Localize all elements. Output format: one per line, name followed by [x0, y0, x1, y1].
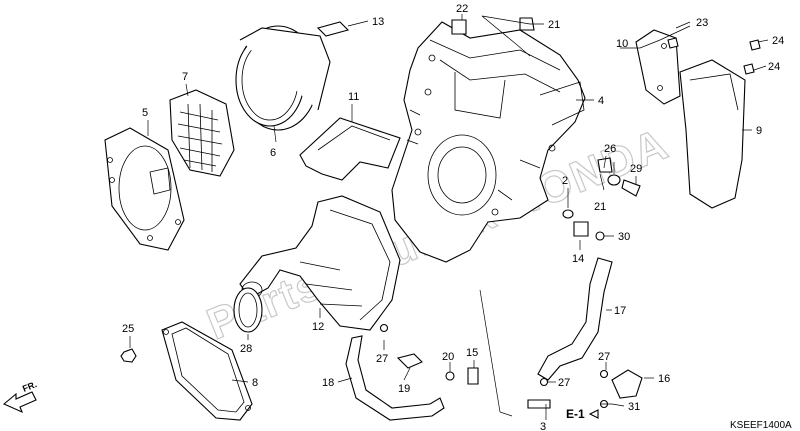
washer-26[interactable]	[607, 174, 621, 186]
screw-13[interactable]	[316, 21, 350, 37]
callout-27-c: 27	[558, 377, 570, 389]
breather-hose[interactable]	[537, 257, 613, 381]
callout-12: 12	[312, 321, 324, 333]
gasket[interactable]	[161, 321, 253, 421]
callout-5: 5	[142, 107, 148, 119]
callout-11: 11	[348, 91, 359, 103]
snorkel-duct[interactable]	[679, 59, 746, 209]
callout-13: 13	[372, 16, 384, 28]
section-ref: E-1	[566, 407, 599, 421]
nut-21-side[interactable]	[597, 157, 613, 173]
clip-19[interactable]	[396, 353, 423, 369]
element-plate[interactable]	[104, 127, 185, 251]
callout-3: 3	[540, 421, 546, 431]
callout-18: 18	[322, 377, 334, 389]
air-cleaner-case[interactable]	[391, 21, 586, 263]
callout-10: 10	[616, 38, 628, 50]
drain-plug[interactable]	[611, 369, 643, 399]
callout-9: 9	[756, 125, 762, 137]
callout-16: 16	[658, 373, 670, 385]
callout-21-side: 21	[594, 201, 606, 213]
callout-17: 17	[614, 305, 626, 317]
air-cleaner-element[interactable]	[169, 89, 235, 177]
front-label: FR.	[21, 379, 38, 394]
callout-2: 2	[562, 175, 568, 187]
fitting-3[interactable]	[527, 399, 551, 409]
callout-21-top: 21	[548, 19, 560, 31]
bolt-24-a[interactable]	[749, 39, 761, 51]
callout-27-d: 27	[598, 351, 610, 363]
callout-25: 25	[122, 323, 134, 335]
callout-20: 20	[442, 351, 454, 363]
clip-30[interactable]	[595, 231, 605, 241]
bolt-24-b[interactable]	[743, 63, 755, 75]
band-2[interactable]	[562, 209, 574, 219]
reference-code: KSEEF1400A	[730, 420, 792, 431]
grommet-22[interactable]	[451, 19, 467, 35]
nut-21-top[interactable]	[519, 17, 535, 31]
callout-31: 31	[628, 401, 640, 413]
section-label: E-1	[566, 407, 585, 421]
callout-29: 29	[630, 163, 642, 175]
callout-24-b: 24	[768, 61, 780, 73]
bracket[interactable]	[299, 117, 401, 181]
element-holder[interactable]	[235, 25, 331, 131]
callout-28: 28	[240, 343, 252, 355]
callout-27-a: 27	[376, 353, 388, 365]
callout-19: 19	[398, 383, 410, 395]
drain-hose[interactable]	[345, 335, 445, 421]
callout-30: 30	[618, 231, 630, 243]
clamp-20[interactable]	[445, 371, 455, 381]
callout-22: 22	[456, 3, 468, 15]
plug-15[interactable]	[467, 367, 479, 385]
joint-14[interactable]	[573, 221, 589, 237]
front-arrow: FR.	[2, 379, 38, 414]
callout-26: 26	[604, 143, 616, 155]
leader-lines	[129, 14, 769, 420]
callouts: 13 22 21 4 10 23 24 24 9 26 29 21 2 30 1…	[122, 3, 784, 431]
callout-14: 14	[572, 253, 584, 265]
callout-6: 6	[270, 147, 276, 159]
air-cleaner-cover[interactable]	[239, 195, 401, 331]
callout-23: 23	[696, 17, 708, 29]
bolt-23[interactable]	[667, 37, 679, 49]
callout-15: 15	[466, 347, 478, 359]
bolt-29[interactable]	[621, 179, 641, 197]
callout-8: 8	[252, 377, 258, 389]
band-clamp[interactable]	[233, 287, 263, 333]
callout-24-a: 24	[772, 35, 784, 47]
clip-27-d[interactable]	[599, 369, 609, 379]
clip-27-c[interactable]	[539, 377, 549, 387]
cover-plate[interactable]	[635, 29, 681, 105]
bolt-25[interactable]	[120, 348, 137, 363]
callout-4: 4	[598, 95, 604, 107]
callout-7: 7	[182, 71, 188, 83]
clip-27-a[interactable]	[379, 323, 389, 333]
fasteners	[316, 17, 761, 409]
